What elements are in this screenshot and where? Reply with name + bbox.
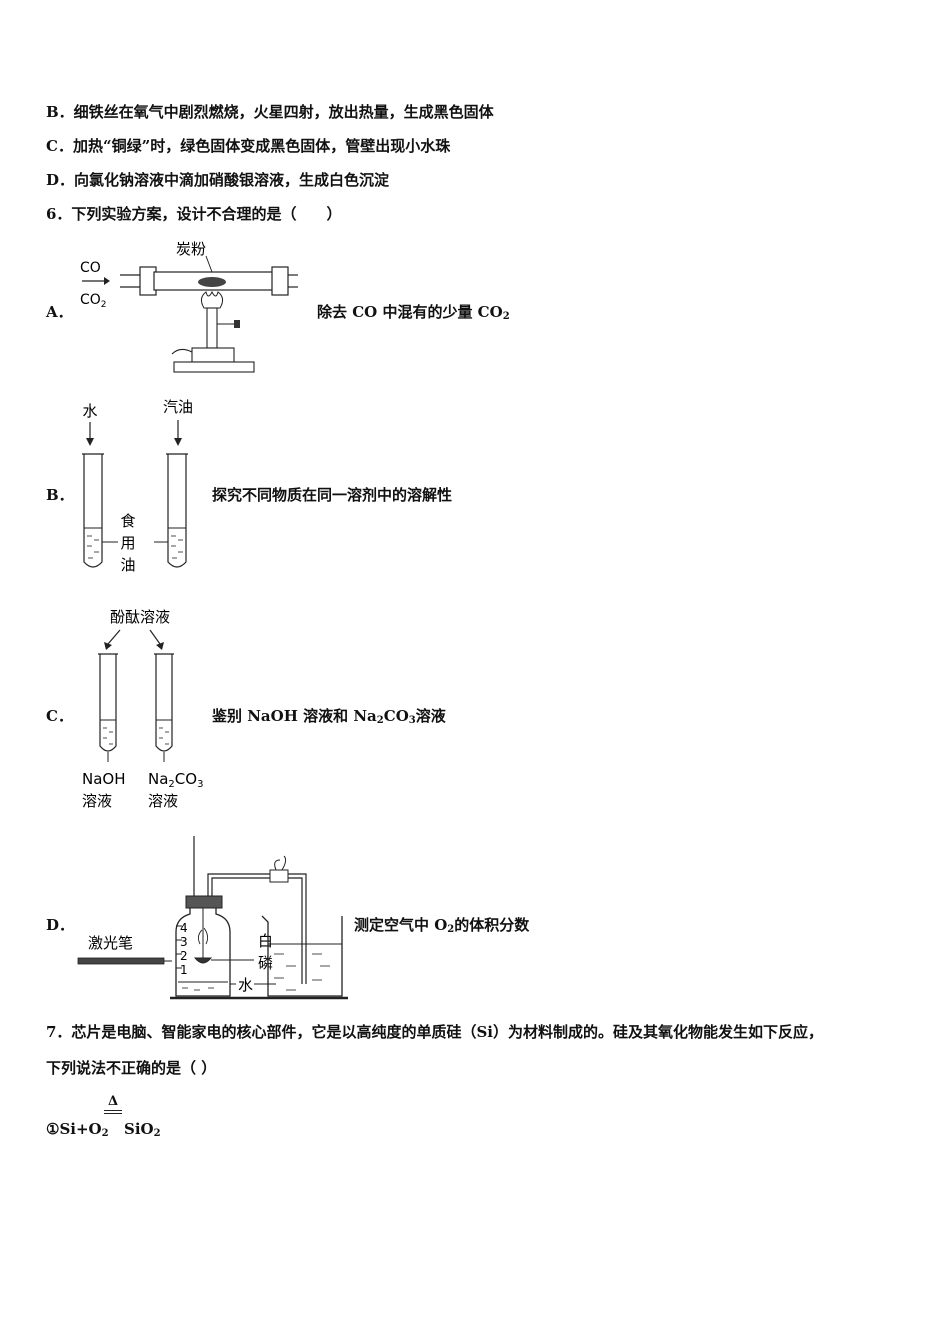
- figure-a-co-tube: 炭粉 CO CO2: [80, 240, 298, 373]
- fig-a-gas-co: CO: [80, 260, 101, 276]
- q6-option-c-desc: 鉴别 NaOH 溶液和 Na2CO3溶液: [212, 707, 446, 726]
- q6-option-b-desc: 探究不同物质在同一溶剂中的溶解性: [212, 486, 453, 504]
- fig-d-mark-2: 2: [180, 949, 188, 963]
- equation-1-right: SiO2: [124, 1120, 161, 1139]
- fig-b-oil-2: 用: [120, 534, 135, 552]
- option-c-text: C．加热“铜绿”时，绿色固体变成黑色固体，管壁出现小水珠: [46, 137, 451, 155]
- fig-d-mark-1: 1: [180, 963, 188, 977]
- fig-c-label-na2co3-solution: 溶液: [148, 792, 178, 810]
- question-7-line-2: 下列说法不正确的是（ ）: [46, 1059, 217, 1077]
- q6-option-d-letter: D．: [46, 916, 75, 934]
- figure-c-phenolphthalein: 酚酞溶液 NaOH 溶液 Na2CO3 溶液: [82, 608, 203, 810]
- fig-a-label-carbon: 炭粉: [176, 240, 206, 258]
- fig-b-label-gasoline: 汽油: [163, 398, 193, 416]
- fig-c-label-naoh-solution: 溶液: [82, 792, 112, 810]
- fig-d-label-water: 水: [238, 976, 253, 994]
- question-6: 6．下列实验方案，设计不合理的是（ ）: [46, 205, 342, 223]
- q6-option-d-desc: 测定空气中 O2的体积分数: [354, 916, 530, 935]
- fig-a-gas-co2: CO2: [80, 292, 107, 310]
- fig-d-mark-3: 3: [180, 935, 188, 949]
- question-7-line-1: 7．芯片是电脑、智能家电的核心部件，它是以高纯度的单质硅（Si）为材料制成的。硅…: [46, 1023, 823, 1041]
- option-d-text: D．向氯化钠溶液中滴加硝酸银溶液，生成白色沉淀: [46, 171, 390, 189]
- fig-c-label-top: 酚酞溶液: [110, 608, 170, 626]
- q6-option-c-letter: C．: [46, 707, 73, 725]
- fig-b-label-water: 水: [82, 402, 97, 420]
- fig-b-oil-1: 食: [120, 512, 135, 530]
- fig-d-label-phosphorus: 磷: [258, 954, 273, 972]
- q6-option-a-desc: 除去 CO 中混有的少量 CO2: [317, 303, 510, 322]
- q6-option-b-letter: B．: [46, 486, 74, 504]
- fig-d-label-white: 白: [258, 932, 273, 950]
- equation-1-condition: Δ: [104, 1094, 122, 1114]
- figure-b-test-tubes: 水 汽油 食 用 油: [82, 398, 193, 574]
- fig-d-mark-4: 4: [180, 921, 188, 935]
- fig-c-label-na2co3: Na2CO3: [148, 770, 203, 790]
- option-b-text: B．细铁丝在氧气中剧烈燃烧，火星四射，放出热量，生成黑色固体: [46, 103, 494, 121]
- fig-c-label-naoh: NaOH: [82, 770, 126, 788]
- q6-option-a-letter: A．: [46, 303, 73, 321]
- figure-d-oxygen-measure: 激光笔 4 3 2 1 白 磷 水: [77, 836, 348, 1000]
- fig-d-label-laser: 激光笔: [88, 934, 133, 952]
- equation-1-left: ①Si+O2: [46, 1120, 109, 1139]
- fig-b-oil-3: 油: [120, 556, 135, 574]
